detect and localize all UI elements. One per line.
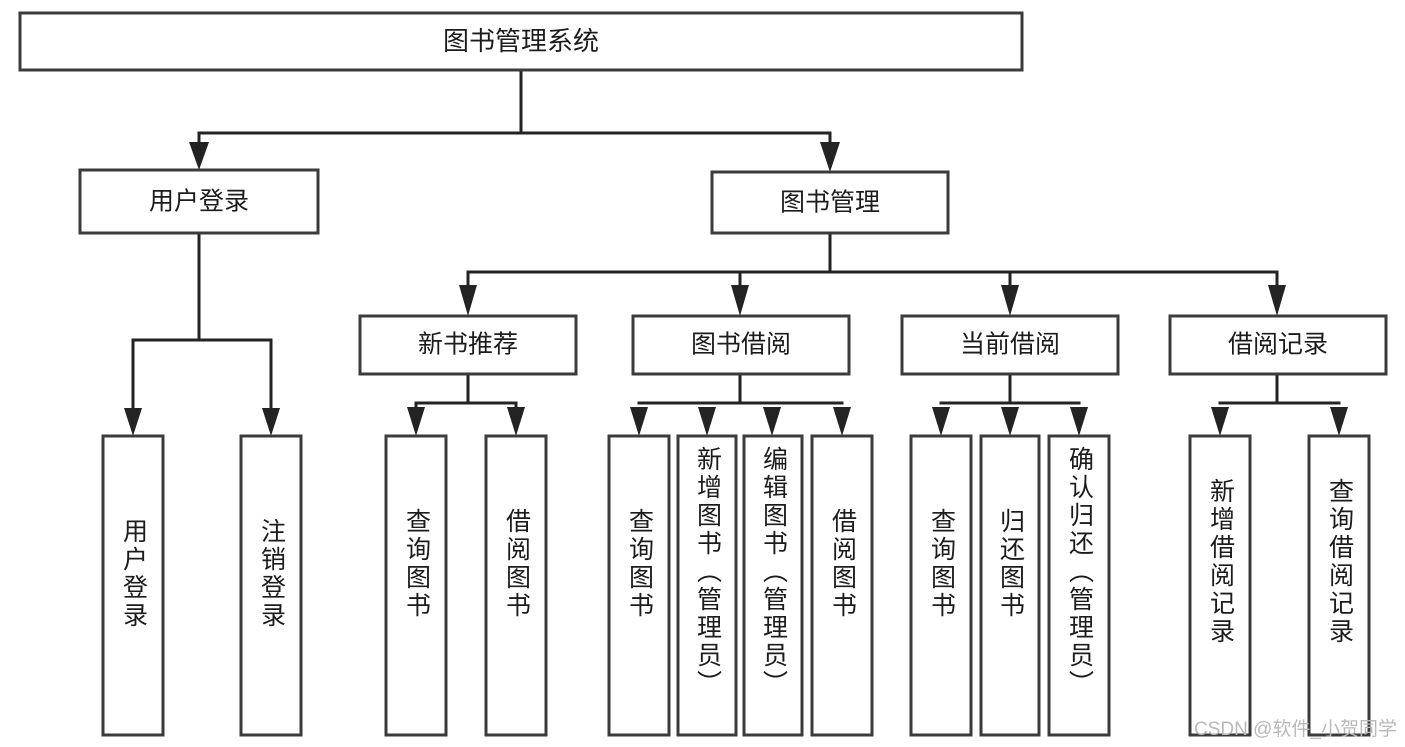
leaf-box-borrow-record-1[interactable]: [1307, 434, 1371, 737]
node-book-management-label: 图书管理: [780, 189, 880, 217]
connector-group-bookborrow: [630, 372, 851, 436]
arrow-head-newbook-l2: [507, 407, 525, 436]
leaf-box-user-login-0[interactable]: [101, 434, 165, 737]
leaf-boxes-borrow-record: [1188, 434, 1371, 737]
node-root-label: 图书管理系统: [443, 26, 599, 56]
arrow-head-currentborrow: [1001, 285, 1019, 316]
leaf-boxes-new-book-recommend: [384, 434, 548, 737]
node-book-borrow-box[interactable]: [631, 314, 851, 376]
node-root-box[interactable]: [18, 11, 1024, 72]
arrow-head-bookborrow: [731, 285, 749, 316]
arrow-head-bookmgmt: [820, 142, 840, 172]
node-new-book-recommend[interactable]: 新书推荐: [358, 314, 578, 376]
node-user-login-box[interactable]: [78, 168, 320, 235]
arrow-head-bookborrow-l1: [630, 407, 648, 436]
leaf-box-current-borrow-2[interactable]: [1047, 434, 1111, 737]
connector-group-newbook: [407, 372, 525, 436]
node-book-management-box[interactable]: [710, 170, 950, 235]
arrow-head-userlogin-leaf1: [124, 408, 142, 436]
arrow-head-newbook: [459, 285, 477, 316]
connector-group-currentborrow: [932, 372, 1088, 436]
arrow-head-userlogin: [189, 142, 209, 170]
arrow-head-bookborrow-l2: [698, 407, 716, 436]
leaf-box-book-borrow-0[interactable]: [607, 434, 671, 737]
node-root[interactable]: 图书管理系统: [18, 11, 1024, 72]
node-current-borrow-box[interactable]: [900, 314, 1120, 376]
node-book-management[interactable]: 图书管理: [710, 170, 950, 235]
node-borrow-record-label: 借阅记录: [1228, 331, 1328, 359]
node-current-borrow[interactable]: 当前借阅: [900, 314, 1120, 376]
leaf-box-borrow-record-0[interactable]: [1188, 434, 1252, 737]
arrow-head-bookborrow-l4: [833, 407, 851, 436]
leaf-box-book-borrow-1[interactable]: [676, 434, 738, 737]
connector-group-root: [189, 68, 840, 172]
arrow-head-borrowrecord-l2: [1330, 407, 1348, 436]
arrow-head-newbook-l1: [407, 407, 425, 436]
node-new-book-recommend-box[interactable]: [358, 314, 578, 376]
watermark-text: CSDN @软件_小贺同学: [1194, 719, 1397, 740]
arrow-head-currentborrow-l1: [932, 407, 950, 436]
leaf-box-new-book-1[interactable]: [484, 434, 548, 737]
arrow-head-borrowrecord: [1268, 285, 1286, 316]
arrow-head-userlogin-leaf2: [262, 408, 280, 436]
node-user-login-label: 用户登录: [149, 188, 249, 216]
connector-group-borrowrecord: [1211, 372, 1348, 436]
arrow-head-currentborrow-l2: [1001, 407, 1019, 436]
connector-group-bookmgmt: [459, 231, 1286, 316]
leaf-box-current-borrow-1[interactable]: [979, 434, 1041, 737]
leaf-box-current-borrow-0[interactable]: [909, 434, 973, 737]
node-user-login[interactable]: 用户登录: [78, 168, 320, 235]
leaf-boxes-current-borrow: [909, 434, 1111, 737]
node-borrow-record[interactable]: 借阅记录: [1168, 314, 1388, 376]
leaf-box-new-book-0[interactable]: [384, 434, 448, 737]
leaf-box-book-borrow-2[interactable]: [742, 434, 804, 737]
node-new-book-recommend-label: 新书推荐: [418, 331, 518, 359]
leaf-boxes-book-borrow: [607, 434, 874, 737]
node-current-borrow-label: 当前借阅: [960, 331, 1060, 359]
node-book-borrow-label: 图书借阅: [691, 331, 791, 359]
arrow-head-bookborrow-l3: [763, 407, 781, 436]
arrow-head-currentborrow-l3: [1070, 407, 1088, 436]
node-book-borrow[interactable]: 图书借阅: [631, 314, 851, 376]
node-borrow-record-box[interactable]: [1168, 314, 1388, 376]
leaf-box-user-login-1[interactable]: [239, 434, 303, 737]
leaf-box-book-borrow-3[interactable]: [810, 434, 874, 737]
leaf-boxes-user-login: [101, 434, 303, 737]
connector-group-userlogin: [124, 231, 280, 436]
arrow-head-borrowrecord-l1: [1211, 407, 1229, 436]
